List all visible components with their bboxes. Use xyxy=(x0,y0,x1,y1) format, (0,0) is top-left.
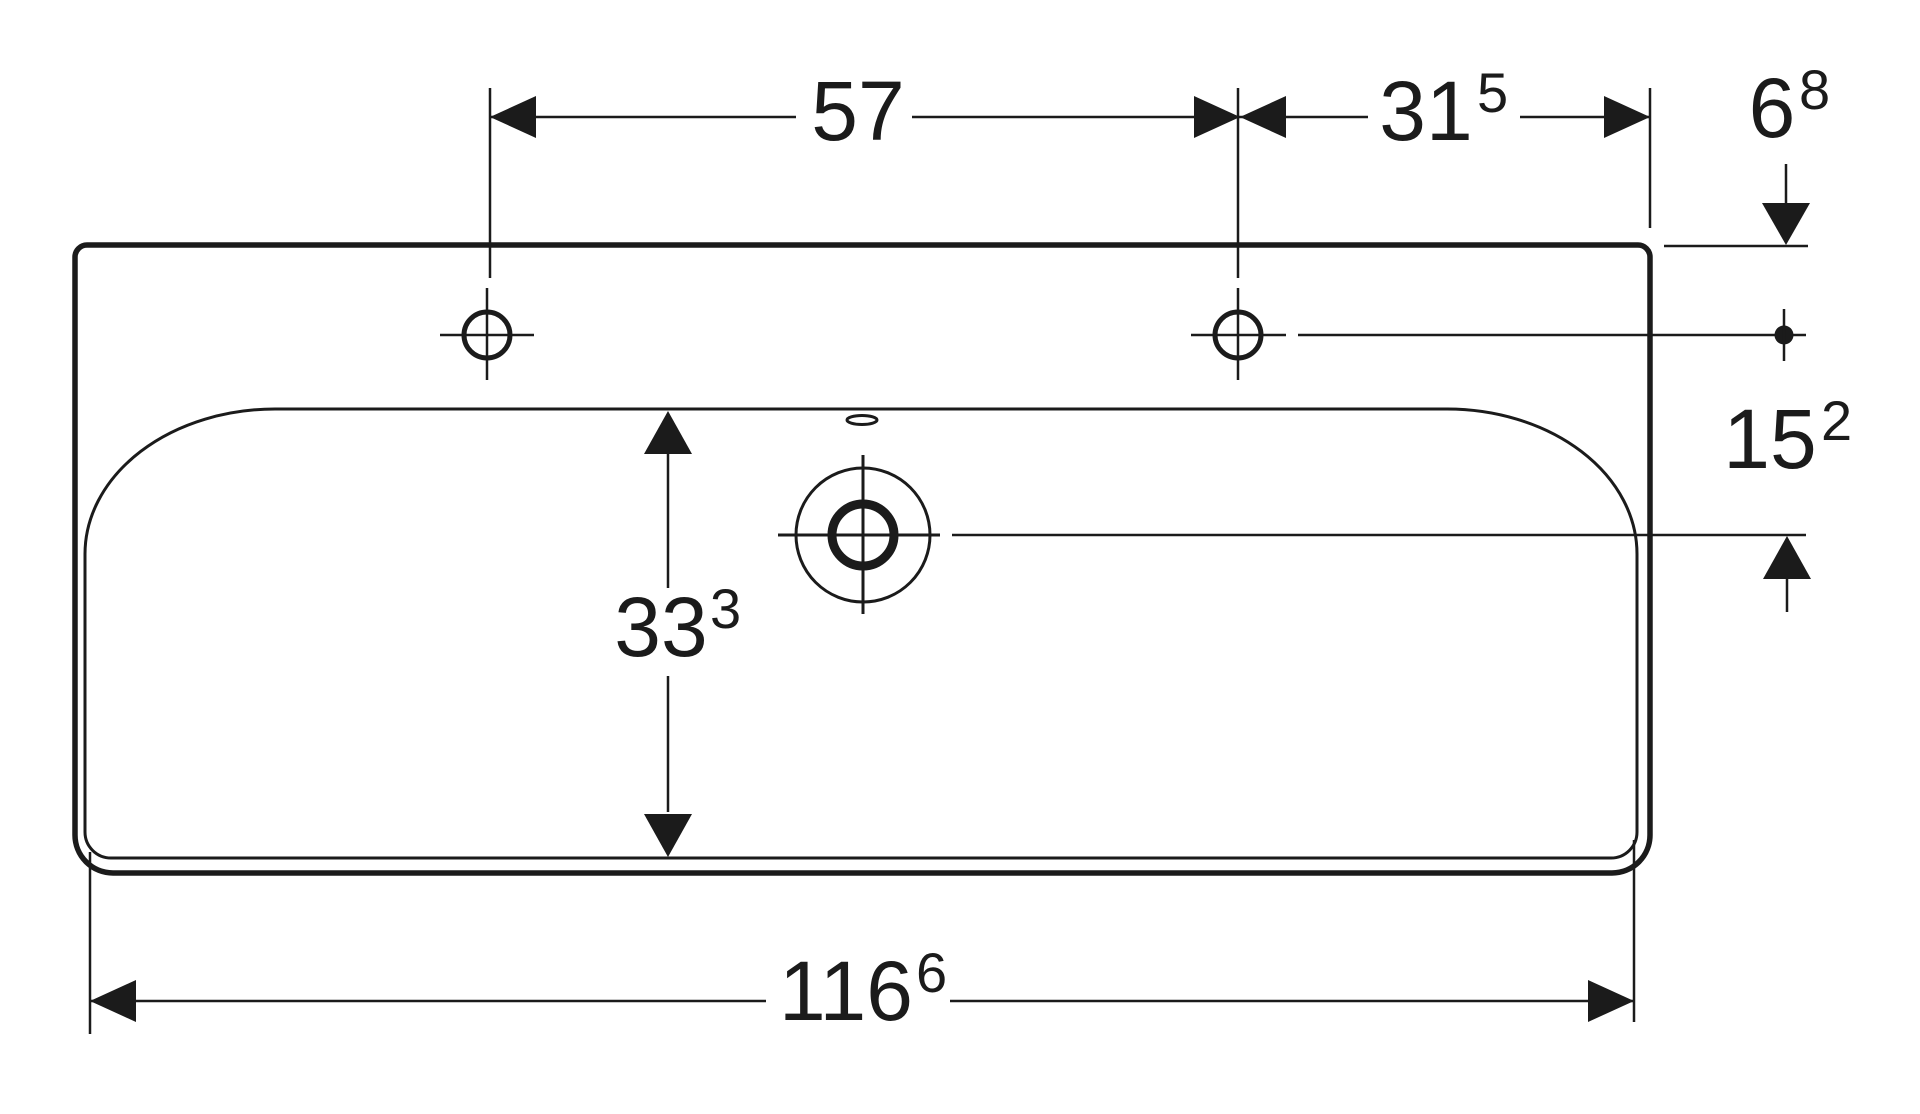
dim-68-arrow-down xyxy=(1762,203,1810,245)
dim-1166-sup: 6 xyxy=(916,941,947,1004)
dim-68-value: 6 xyxy=(1749,61,1796,155)
dim-315-arrow-left xyxy=(1240,96,1286,138)
dim-basin-depth: 33 3 xyxy=(614,411,741,857)
inner-basin xyxy=(83,407,1639,860)
tap-axis-reference xyxy=(1298,309,1806,361)
dim-57-value: 57 xyxy=(811,64,904,158)
dim-57-arrow-right xyxy=(1194,96,1240,138)
dim-1166-value: 116 xyxy=(779,944,913,1038)
basin-body xyxy=(72,242,1653,876)
drain-hole xyxy=(778,455,940,614)
dim-315-sup: 5 xyxy=(1477,61,1508,124)
dim-152-arrow-up xyxy=(1763,536,1811,579)
outer-rim xyxy=(72,242,1653,876)
dim-57-arrow-left xyxy=(490,96,536,138)
dim-tap-to-right-edge: 31 5 xyxy=(1240,61,1650,158)
dim-152-value: 15 xyxy=(1723,392,1816,486)
dim-152-sup: 2 xyxy=(1821,389,1852,452)
dim-rear-to-tap: 6 8 xyxy=(1664,58,1830,248)
dim-315-arrow-right xyxy=(1604,96,1650,138)
dim-315-value: 31 xyxy=(1379,64,1472,158)
overflow-slot xyxy=(845,414,879,426)
dim-333-sup: 3 xyxy=(710,577,741,640)
dim-overall-width: 116 6 xyxy=(88,840,1636,1038)
dim-tap-to-drain: 15 2 xyxy=(952,389,1852,612)
dimensions: 57 31 5 6 8 15 2 xyxy=(88,58,1852,1038)
dim-tap-hole-spacing: 57 xyxy=(490,64,1240,158)
dim-68-sup: 8 xyxy=(1799,58,1830,121)
dim-1166-arrow-right xyxy=(1588,980,1634,1022)
dim-1166-arrow-left xyxy=(90,980,136,1022)
dim-333-arrow-down xyxy=(644,814,692,857)
left-tap-hole xyxy=(440,288,534,380)
right-tap-hole xyxy=(1191,288,1286,380)
dim-333-arrow-up xyxy=(644,411,692,454)
dim-333-value: 33 xyxy=(614,580,707,674)
